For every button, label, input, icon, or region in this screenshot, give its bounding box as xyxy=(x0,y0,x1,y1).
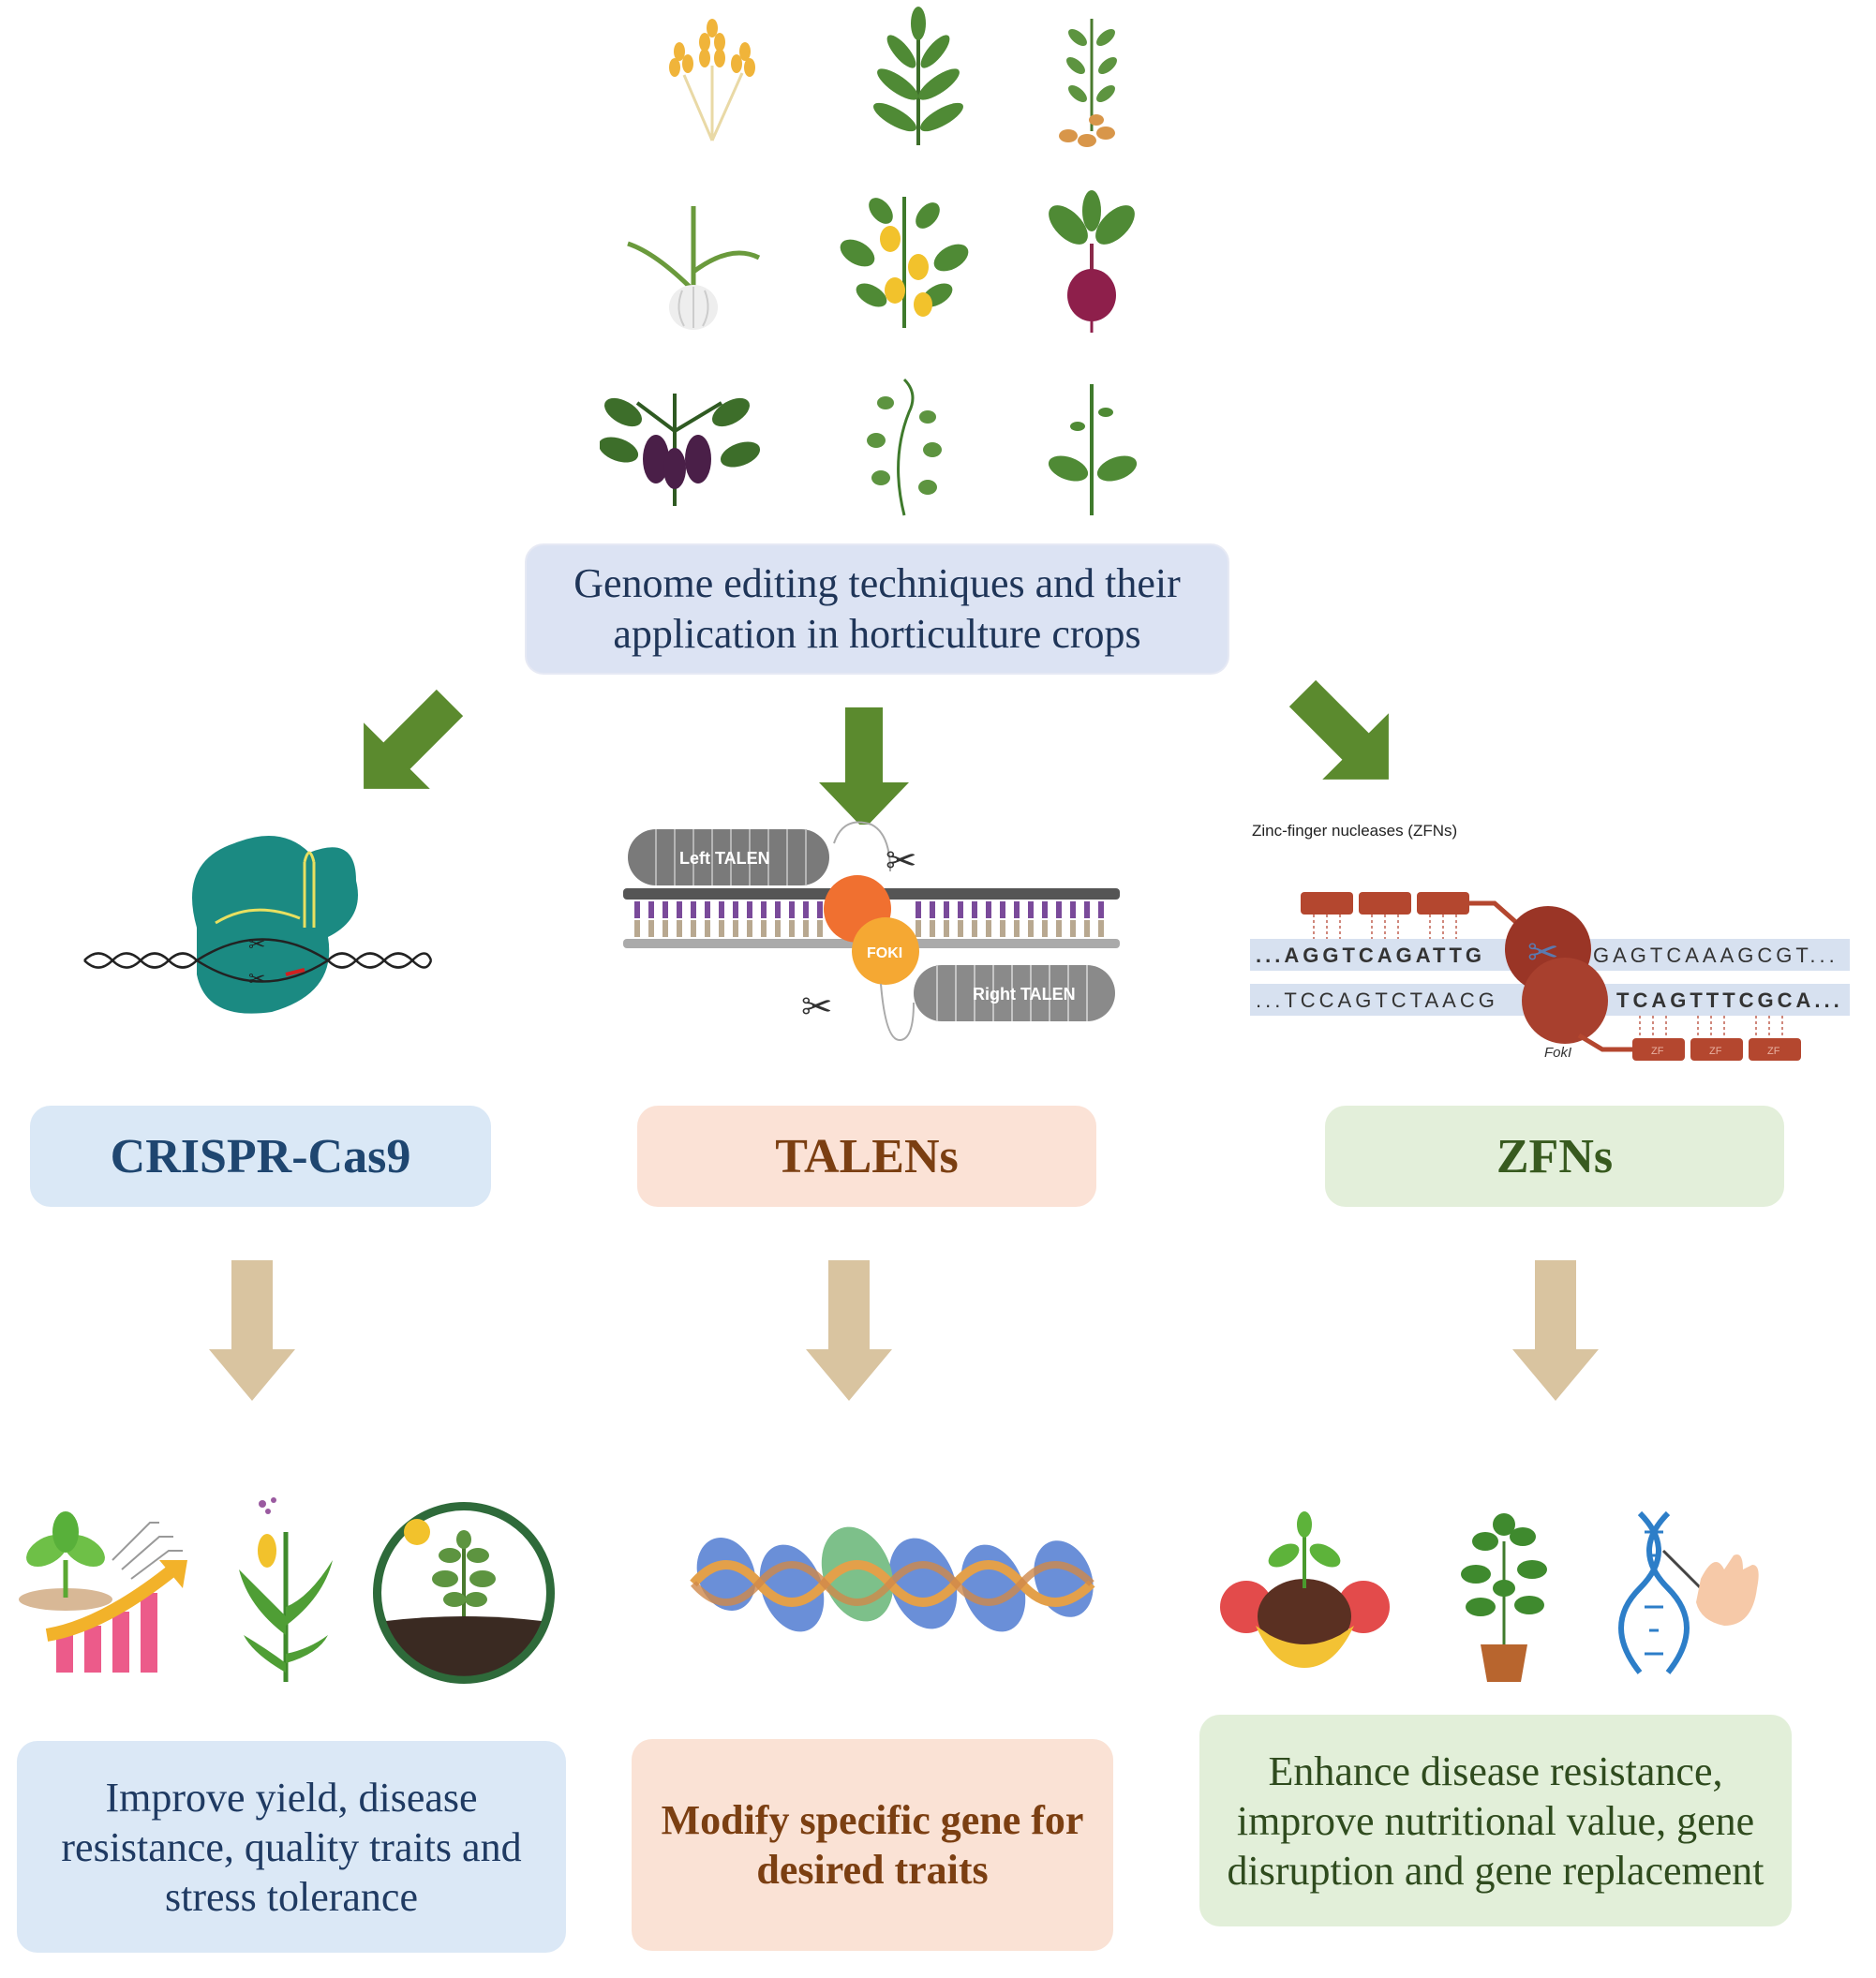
crop-icons-grid xyxy=(600,7,1138,516)
arrow-to-crispr xyxy=(364,689,464,789)
seedling-icon xyxy=(1048,384,1138,515)
right-talen-label: Right TALEN xyxy=(973,985,1076,1004)
title-text: Genome editing techniques and their appl… xyxy=(573,560,1181,657)
foki-bottom xyxy=(1522,958,1608,1044)
zfn-seq-top-right: GAGTCAAAGCGT... xyxy=(1593,944,1839,967)
dna-strand xyxy=(83,938,433,983)
talens-box: TALENs xyxy=(637,1106,1096,1207)
wheat-icon xyxy=(669,19,755,141)
foki-bottom xyxy=(852,917,919,985)
left-talen-label: Left TALEN xyxy=(679,849,770,868)
scissors-icon: ✂ xyxy=(1527,932,1559,974)
eggplant-icon xyxy=(600,394,761,506)
arrow-to-talen xyxy=(819,707,909,825)
arrow-talen-outcome xyxy=(806,1260,892,1401)
scissors-icon: ✂ xyxy=(886,840,917,882)
talen-outcome-box: Modify specific gene for desired traits xyxy=(632,1739,1113,1951)
arrow-to-zfn xyxy=(1288,679,1389,780)
zfn-foki-label: FokI xyxy=(1544,1045,1571,1061)
green-arrows xyxy=(364,679,1389,825)
zfn-seq-bottom-left: ...TCCAGTCTAACG xyxy=(1256,989,1498,1012)
plant-stress-icon xyxy=(373,1502,555,1684)
yield-growth-icon xyxy=(19,1511,187,1673)
crispr-outcome-box: Improve yield, disease resistance, quali… xyxy=(17,1741,566,1953)
zf-label: ZF xyxy=(1767,1046,1780,1057)
tan-arrows xyxy=(209,1260,1599,1401)
corn-plant-icon xyxy=(239,1497,333,1682)
potato-plant-icon xyxy=(1059,19,1117,147)
zfn-outcome-box: Enhance disease resistance, improve nutr… xyxy=(1199,1715,1792,1926)
leafy-plant-icon xyxy=(873,7,963,145)
zfn-outcome-icons xyxy=(1220,1510,1759,1682)
scissors-icon: ✂ xyxy=(248,967,265,990)
beet-icon xyxy=(1049,190,1135,333)
vine-icon xyxy=(867,378,942,516)
zfns-label: ZFNs xyxy=(1496,1129,1614,1183)
zfn-seq-bottom-right: TCAGTTTCGCA... xyxy=(1616,989,1843,1012)
zf-label: ZF xyxy=(1709,1046,1722,1057)
crispr-outcome-text: Improve yield, disease resistance, quali… xyxy=(61,1774,522,1920)
dna-edit-hand-icon xyxy=(1618,1510,1759,1674)
crispr-cas9-diagram: ✂ ✂ xyxy=(83,836,433,1014)
zf-label: ZF xyxy=(1651,1046,1664,1057)
right-talen: Right TALEN xyxy=(914,965,1115,1021)
zfn-diagram-title: Zinc-finger nucleases (ZFNs) xyxy=(1252,822,1457,840)
title-box: Genome editing techniques and their appl… xyxy=(525,543,1229,675)
talen-protein-dna-icon xyxy=(690,1526,1095,1632)
foki-label: FOKI xyxy=(867,945,902,961)
dna-base-pairs xyxy=(634,901,1104,937)
scissors-icon: ✂ xyxy=(248,932,265,956)
talen-outcome-text: Modify specific gene for desired traits xyxy=(661,1797,1084,1893)
arrow-crispr-outcome xyxy=(209,1260,295,1401)
potted-plant-icon xyxy=(1461,1513,1547,1682)
zfn-outcome-text: Enhance disease resistance, improve nutr… xyxy=(1227,1747,1764,1894)
zfn-seq-top-left: ...AGGTCAGATTG xyxy=(1256,944,1485,967)
crispr-cas9-label: CRISPR-Cas9 xyxy=(110,1129,411,1183)
scissors-icon: ✂ xyxy=(801,987,833,1028)
arrow-zfn-outcome xyxy=(1512,1260,1599,1401)
zfns-box: ZFNs xyxy=(1325,1106,1784,1207)
pepper-plant-icon xyxy=(840,197,969,328)
crispr-outcome-icons xyxy=(19,1497,555,1684)
talen-diagram: Left TALEN FOKI xyxy=(623,821,1120,1042)
talens-label: TALENs xyxy=(775,1129,959,1183)
hands-soil-plant-icon xyxy=(1220,1511,1390,1668)
crispr-cas9-box: CRISPR-Cas9 xyxy=(30,1106,491,1207)
garlic-icon xyxy=(627,206,761,330)
left-talen: Left TALEN xyxy=(628,829,829,885)
zfn-diagram: Zinc-finger nucleases (ZFNs) ...AGGTCAGA… xyxy=(1250,822,1850,1061)
